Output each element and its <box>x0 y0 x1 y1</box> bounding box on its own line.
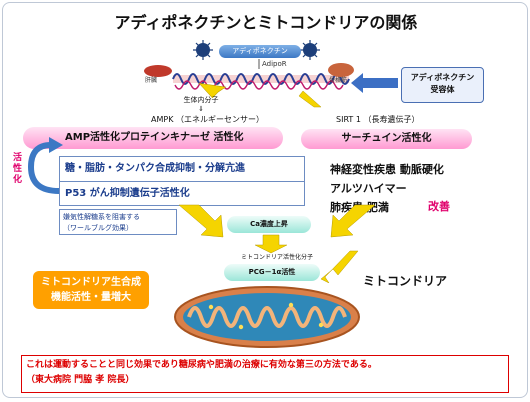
messenger-line-1: 生体内分子 <box>183 96 219 104</box>
receptor-illustration <box>144 40 398 108</box>
sirt1-label: SIRT 1 （長寿遺伝子） <box>336 115 420 124</box>
activation-vertical-label: 活性化 <box>13 153 23 185</box>
warburg-line-1: 嫌気性解糖系を阻害する <box>63 213 140 221</box>
warburg-line-2: （ワールブルグ効果） <box>63 224 133 232</box>
muscle-label: 骨格筋 <box>329 77 348 84</box>
feedback-curve-arrow <box>27 137 63 194</box>
receptor-pointer-arrow <box>351 73 398 93</box>
pcg-activity-oval: PCG－1α活性 <box>224 264 320 281</box>
biogenesis-line-1: ミトコンドリア生合成 <box>41 277 141 288</box>
disease-list: 神経変性疾患 動脈硬化 アルツハイマー 肺疾患 肥満 <box>330 160 460 217</box>
ampk-activation-bar: AMP活性化プロテインキナーゼ 活性化 <box>23 127 283 149</box>
biogenesis-line-2: 機能活性・量増大 <box>51 292 131 303</box>
diagram-slide: アディポネクチンとミトコンドリアの関係 アディポネクチン AdipoR 肝臓 <box>2 2 528 398</box>
mitochondrion-icon <box>174 286 360 348</box>
footer-note-box: これは運動することと同じ効果であり糖尿病や肥満の治療に有効な第三の方法である。 … <box>21 355 509 393</box>
muscle-icon <box>328 63 354 77</box>
mitochondria-label: ミトコンドリア <box>363 274 448 288</box>
ampk-sensor-label: AMPK （エネルギーセンサー） <box>151 115 264 124</box>
effect-metabolism: 糖・脂肪・タンパク合成抑制・分解亢進 <box>60 157 304 182</box>
liver-label: 肝臓 <box>145 77 158 84</box>
effect-p53: P53 がん抑制遺伝子活性化 <box>65 188 190 199</box>
mito-activation-factor-label: ミトコンドリア活性化分子 <box>241 254 314 261</box>
arrow-to-pcg <box>254 234 288 254</box>
receptor-line-1: アディポネクチン <box>410 73 475 82</box>
arrow-to-ampk <box>198 82 227 99</box>
footer-line-1: これは運動することと同じ効果であり糖尿病や肥満の治療に有効な第三の方法である。 <box>26 360 377 370</box>
ampk-effects-box: 糖・脂肪・タンパク合成抑制・分解亢進 P53 がん抑制遺伝子活性化 <box>59 156 305 206</box>
receptor-box: アディポネクチン 受容体 <box>401 67 484 103</box>
liver-icon <box>144 65 172 77</box>
disease-item: アルツハイマー <box>330 182 407 195</box>
warburg-box: 嫌気性解糖系を阻害する （ワールブルグ効果） <box>59 209 177 235</box>
adipor-label: AdipoR <box>262 60 287 68</box>
messenger-label: 生体内分子 ⇓ <box>171 96 231 114</box>
receptor-line-2: 受容体 <box>430 85 455 94</box>
biogenesis-box: ミトコンドリア生合成 機能活性・量増大 <box>33 271 149 309</box>
calcium-rise-oval: Ca濃度上昇 <box>227 216 311 233</box>
sirtuin-activation-bar: サーチュイン活性化 <box>301 129 472 149</box>
disease-item: 神経変性疾患 動脈硬化 <box>330 163 444 176</box>
arrow-to-sirt <box>298 90 322 108</box>
adiponectin-tag: アディポネクチン <box>219 45 301 58</box>
converging-arrows <box>178 204 376 283</box>
arrow-to-ca <box>178 204 224 238</box>
improvement-label: 改善 <box>428 200 450 213</box>
arrow-to-pcg-right <box>320 250 359 283</box>
arrow-to-ca-right <box>330 204 376 238</box>
footer-line-2: （東大病院 門脇 孝 院長） <box>26 375 135 385</box>
page-title: アディポネクチンとミトコンドリアの関係 <box>114 13 418 32</box>
messenger-line-2: ⇓ <box>198 105 204 113</box>
receptor-wave-icon <box>172 73 350 85</box>
